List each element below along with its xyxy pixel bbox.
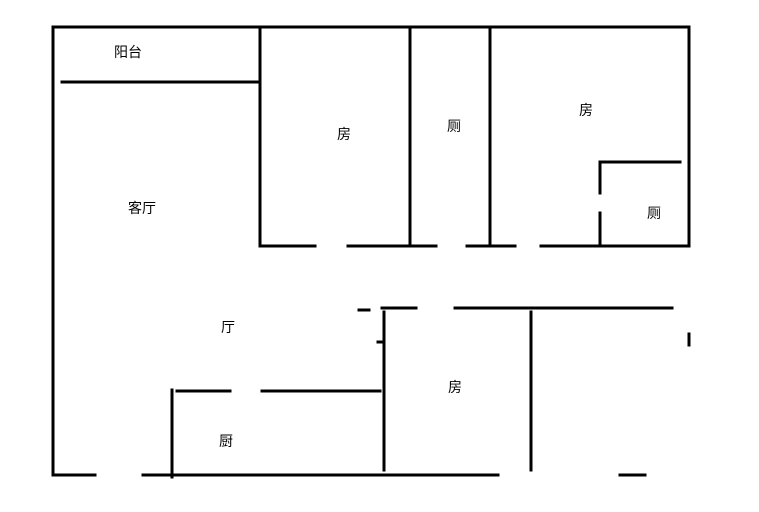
room-label-balcony: 阳台: [114, 45, 142, 61]
room-label-bedroom-2: 房: [579, 103, 593, 119]
room-label-toilet-1: 厕: [447, 119, 461, 135]
walls: [51, 25, 691, 479]
room-label-kitchen: 厨: [219, 434, 233, 450]
room-label-living-room: 客厅: [128, 200, 156, 217]
room-label-toilet-2: 厕: [647, 206, 661, 222]
room-label-bedroom-3: 房: [448, 380, 462, 396]
room-label-bedroom-1: 房: [337, 127, 351, 143]
room-labels: 阳台 客厅 房 厕 房 厕 厅 房 厨: [114, 45, 661, 450]
room-label-hall: 厅: [221, 320, 235, 336]
